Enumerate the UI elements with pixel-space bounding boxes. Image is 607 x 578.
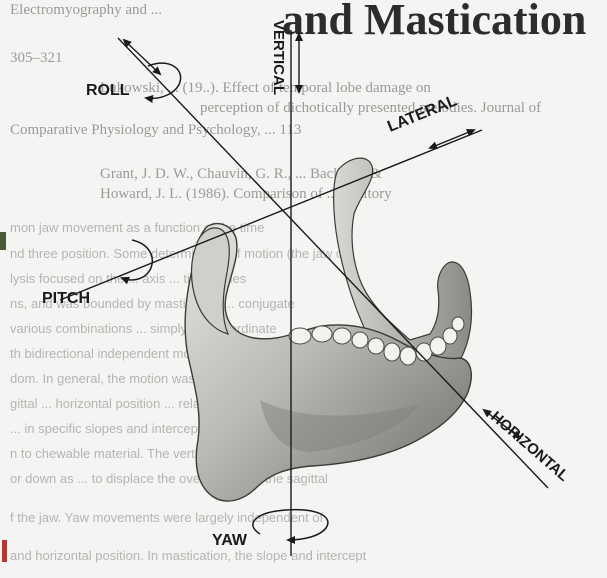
- roll-axis-arrow: [124, 40, 160, 74]
- body-line: f the jaw. Yaw movements were largely in…: [10, 510, 324, 525]
- tooth: [400, 347, 416, 365]
- yaw-label: YAW: [212, 532, 248, 549]
- lateral-axis-arrow: [430, 130, 474, 148]
- horizontal-label: HORIZONTAL: [487, 408, 572, 485]
- body-line: nd three position. Some determinants of …: [10, 246, 354, 261]
- reference-line: 305–321: [10, 50, 63, 66]
- page-edge-mark: [0, 232, 6, 250]
- reference-line: Electromyography and ...: [10, 2, 162, 18]
- tooth: [384, 343, 400, 361]
- reference-line: perception of dichotically presented mel…: [200, 100, 541, 116]
- page-edge-mark: [2, 540, 7, 562]
- tooth: [289, 328, 311, 344]
- tooth: [352, 332, 368, 348]
- reference-line: Lukowski, ... (19..). Effect of temporal…: [100, 80, 431, 96]
- body-line: and horizontal position. In mastication,…: [10, 548, 367, 563]
- reference-line: Comparative Physiology and Psychology, .…: [10, 122, 301, 138]
- roll-label: ROLL: [86, 82, 130, 99]
- tooth: [452, 317, 464, 331]
- lateral-axis-line: [60, 130, 482, 300]
- tooth: [333, 328, 351, 344]
- body-line: or down as ... to displace the overall f…: [10, 471, 328, 486]
- tooth: [312, 326, 332, 342]
- tooth: [368, 338, 384, 354]
- pitch-label: PITCH: [42, 290, 90, 307]
- vertical-label: VERTICAL: [270, 20, 287, 95]
- background-heading: and Mastication: [282, 0, 586, 44]
- mandible-illustration: [185, 158, 472, 501]
